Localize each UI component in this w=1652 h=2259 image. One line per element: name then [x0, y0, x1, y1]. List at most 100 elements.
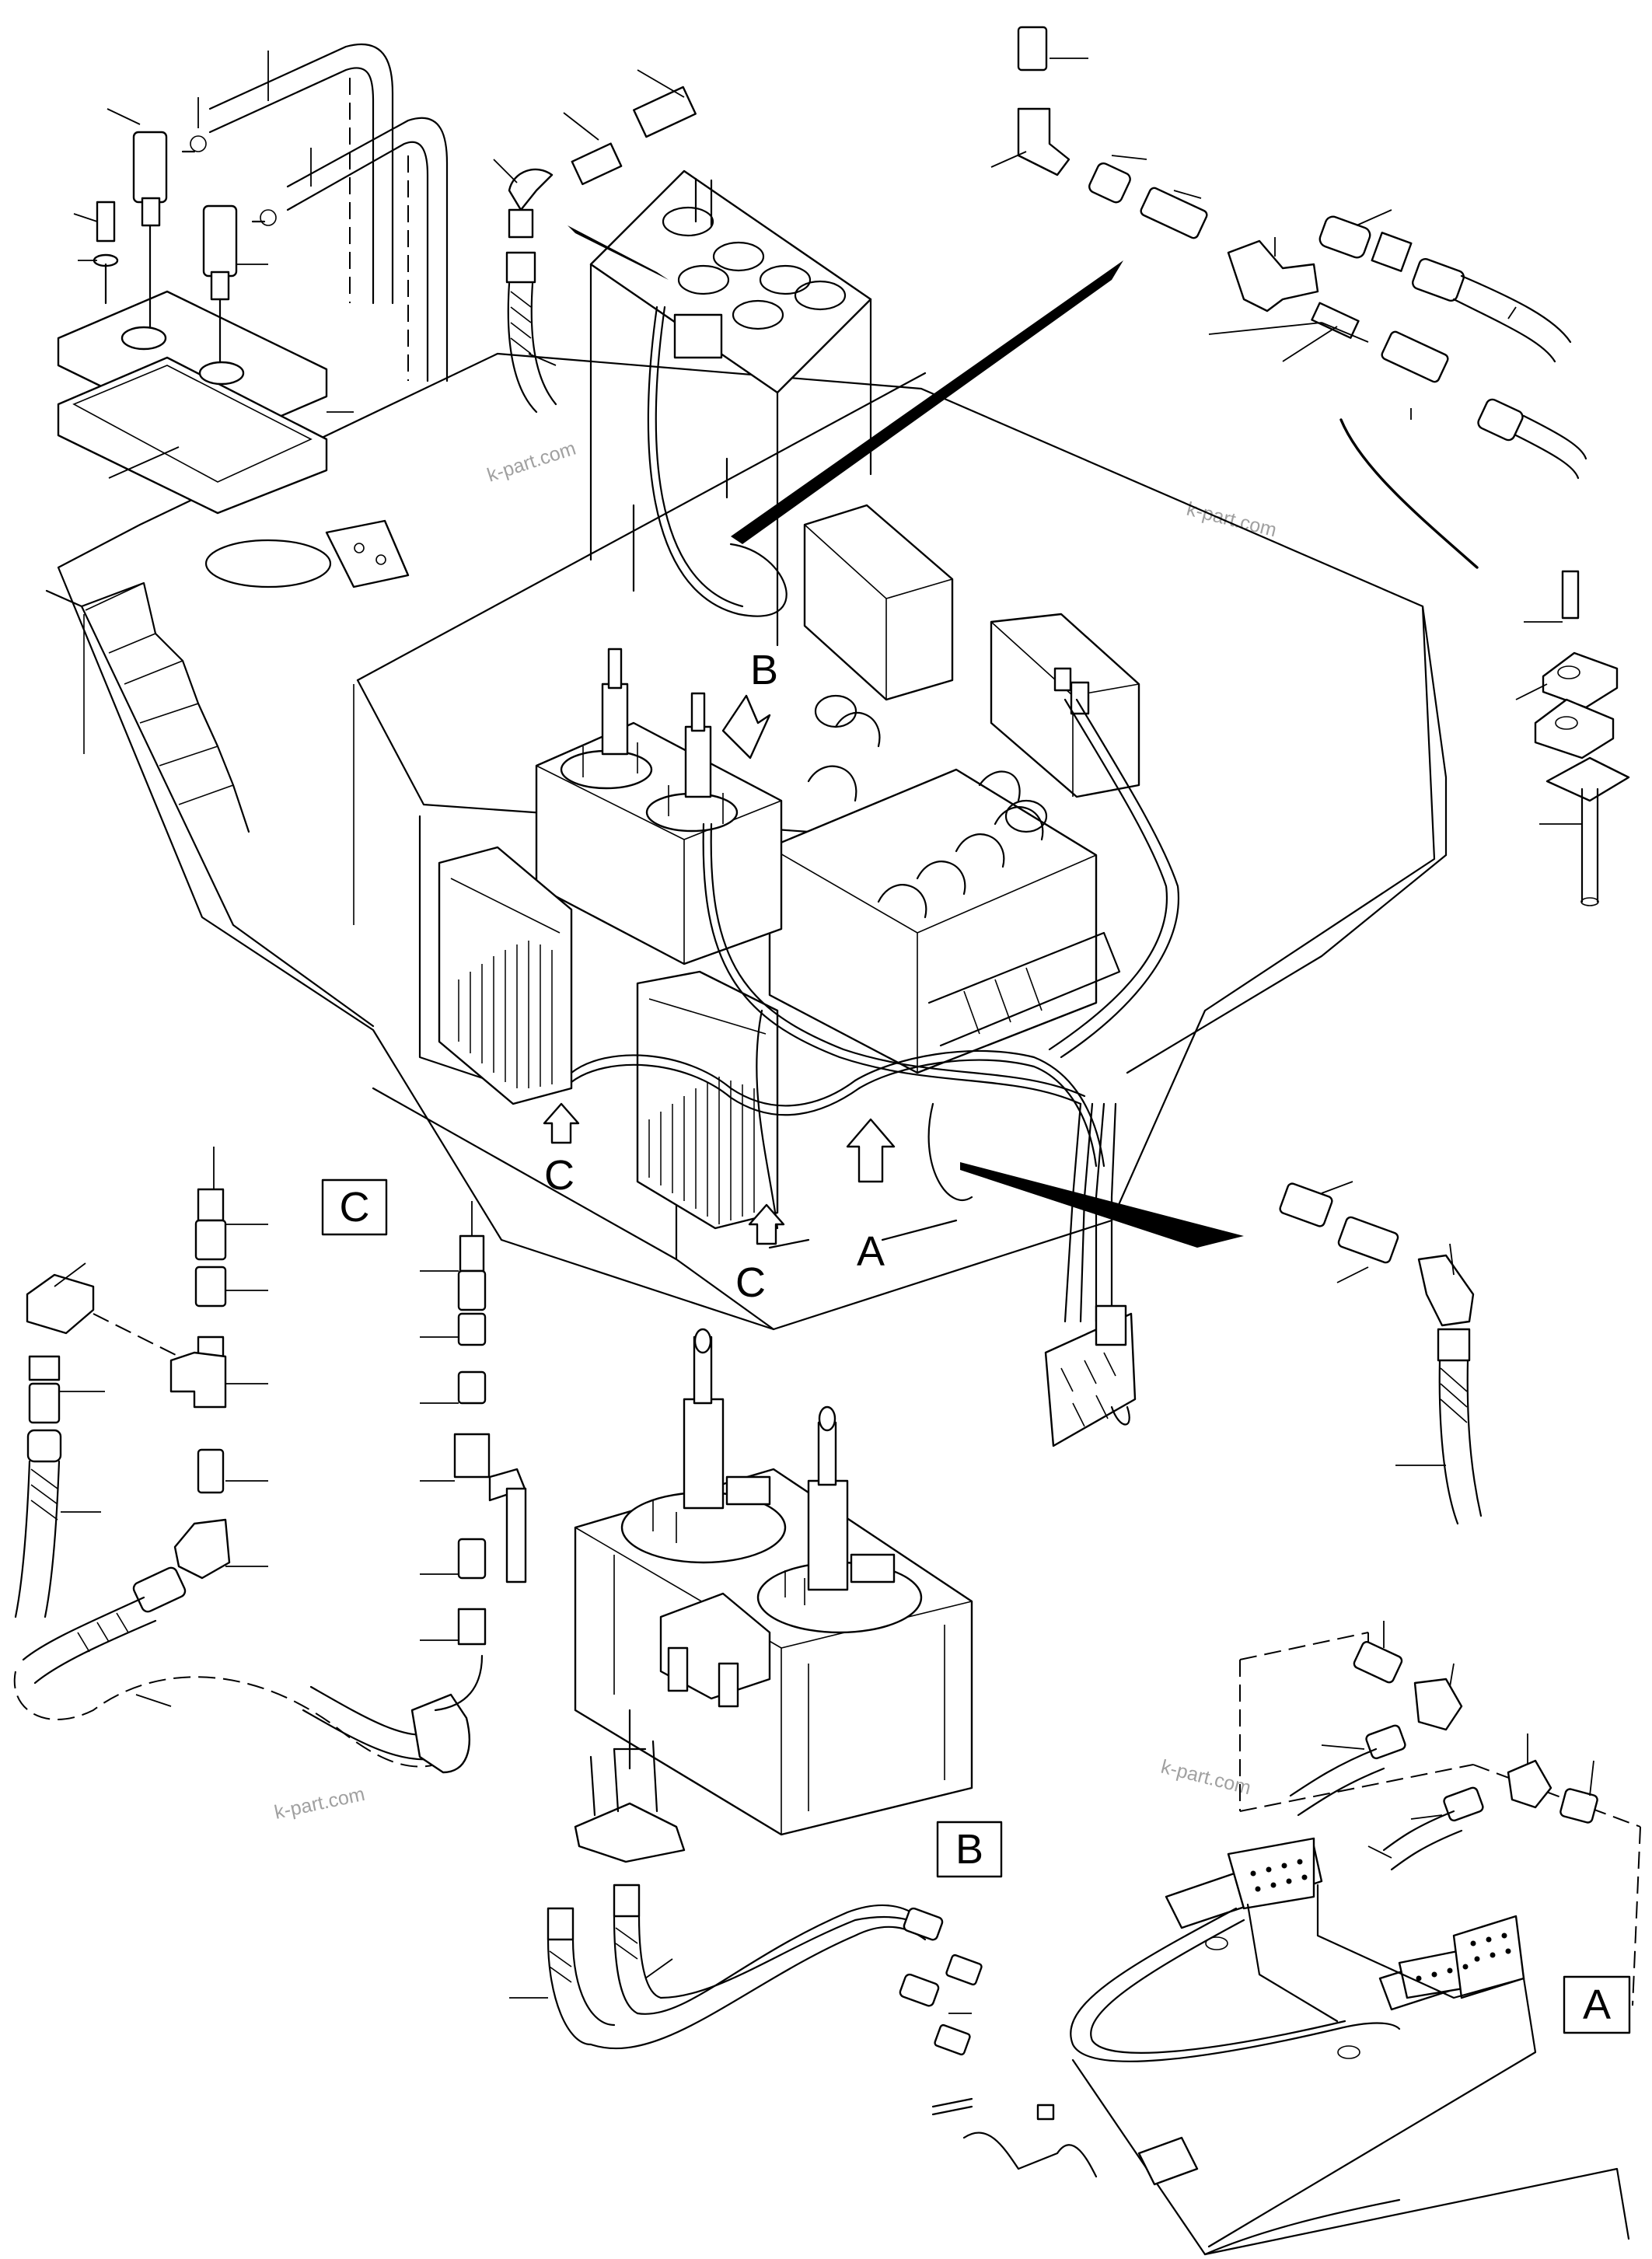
- engine-edges: [769, 847, 1097, 1073]
- c-elbow-mid: [173, 1518, 231, 1580]
- deck-right-edge: [1421, 605, 1448, 857]
- valve-block: [1095, 1304, 1127, 1346]
- deck-box-2-plug: [1070, 681, 1090, 715]
- detail-c-leaders: [54, 1147, 473, 1707]
- tr-union-2: [1381, 330, 1449, 383]
- clip-ring-2: [260, 209, 277, 226]
- b-hose-braid: [549, 1927, 638, 1983]
- hose-8: [857, 1059, 1098, 1168]
- engine-block: [768, 694, 1121, 1074]
- tank-opening-6: [794, 280, 847, 311]
- a-frame-bottom: [1203, 2167, 1630, 2256]
- tank-opening-3: [759, 264, 812, 295]
- tank-opening-2: [712, 241, 765, 272]
- a-elbow-1: [1413, 1678, 1463, 1731]
- gasket: [57, 356, 328, 515]
- detail-a-label: A: [1583, 1981, 1611, 2028]
- pipe-1-inner: [208, 44, 394, 305]
- cabinet-left-hatch: [458, 941, 553, 1088]
- c-right-5: [457, 1538, 487, 1580]
- a-grid-plate: [1452, 1915, 1525, 1999]
- hose-2: [710, 822, 1086, 1098]
- rm-hose-braid: [1440, 1367, 1468, 1423]
- b-fitting-end-1: [903, 1907, 944, 1941]
- deck-box-1-edges: [804, 524, 953, 700]
- tr-pipe: [1311, 302, 1360, 339]
- view-arrow-a: [846, 1118, 896, 1183]
- b-drain: [613, 1709, 647, 1770]
- c-nipple-left: [28, 1382, 61, 1424]
- left-side-line: [45, 589, 375, 1028]
- a-bottom-lines: [931, 2097, 973, 2116]
- label-c-main-1: C: [544, 1152, 575, 1199]
- label-a-leaders: [768, 1219, 958, 1249]
- plate-port-2: [198, 361, 245, 386]
- c-mid-3: [194, 1266, 227, 1308]
- c-mid-5: [197, 1448, 225, 1494]
- cabinet-center-hatch: [648, 1077, 755, 1224]
- valve-loop: [1110, 1405, 1130, 1426]
- c-mid-1: [197, 1188, 225, 1222]
- c-right-2: [457, 1269, 487, 1311]
- a-fitting-3: [1443, 1786, 1484, 1822]
- deck-right-lower: [1126, 854, 1448, 1074]
- a-hose-2: [1382, 1810, 1463, 1871]
- pointer-curve-top-right: [1339, 418, 1479, 569]
- a-hole-1: [1205, 1936, 1228, 1950]
- tank-vent-pipes: [694, 177, 713, 227]
- adapter-2: [633, 86, 697, 138]
- pump-cylinder-2: [684, 725, 712, 798]
- deck-fitting-bolt-2: [375, 554, 386, 565]
- tr-hose-end-2: [1477, 398, 1524, 442]
- detail-a-label-box: [1563, 1975, 1631, 2034]
- view-arrow-c-2: [748, 1203, 785, 1245]
- b-valve-1: [725, 1475, 771, 1506]
- a-dash-frame: [1239, 1632, 1641, 1828]
- a-perforated-plate-left: [1227, 1837, 1315, 1910]
- hose-1: [702, 822, 1082, 1105]
- b-valve-2: [850, 1553, 896, 1583]
- c-right-6: [457, 1608, 487, 1646]
- cabinet-left-top: [450, 878, 561, 934]
- clamp-bolt: [1561, 570, 1580, 620]
- watermark-1: k-part.com: [484, 438, 578, 487]
- manifold-cells: [963, 967, 1043, 1035]
- coupler-1-nipple: [141, 197, 161, 227]
- detail-a: A: [931, 1621, 1641, 2256]
- c-right-3: [457, 1312, 487, 1346]
- hose-10: [756, 1009, 779, 1230]
- deck-fitting-plate: [325, 519, 410, 588]
- clip-ring-1: [190, 135, 207, 152]
- deck-box-1: [803, 504, 954, 701]
- tank-opening-5: [732, 299, 784, 330]
- clamp-hole-1: [1557, 665, 1580, 679]
- valve-fittings: [1060, 1352, 1116, 1427]
- coupler-1: [132, 131, 168, 204]
- a-frame-inner: [1316, 1884, 1525, 1999]
- rm-hose: [1438, 1359, 1483, 1525]
- adapter-1: [571, 142, 623, 186]
- b-valve-pipes: [652, 1500, 805, 1605]
- c-hose-left-braid: [30, 1468, 58, 1521]
- tr-nut-2: [1371, 232, 1413, 272]
- a-hole-edge: [1246, 1903, 1339, 2023]
- pump-rod-1: [607, 648, 623, 690]
- view-arrow-b: [721, 694, 771, 759]
- pump-tank-edges: [536, 765, 782, 964]
- hose-end-nut: [505, 251, 536, 284]
- deck-edge-1: [356, 372, 927, 682]
- rm-adapter-2: [1337, 1216, 1399, 1264]
- elbow-fitting: [508, 168, 554, 211]
- c-valve-body: [453, 1433, 491, 1479]
- c-right-4: [457, 1370, 487, 1405]
- b-rod-2: [817, 1421, 837, 1486]
- hose-7: [854, 1049, 1105, 1168]
- a-bottom-bracket: [962, 2132, 1098, 2178]
- hose-6: [570, 1063, 861, 1116]
- detail-a-leaders: [1321, 1621, 1594, 1859]
- detail-c-label-box: [321, 1178, 388, 1236]
- a-hose-1: [1289, 1747, 1385, 1817]
- label-c-main-2: C: [735, 1259, 766, 1306]
- c-nut-left: [28, 1355, 61, 1381]
- center-pump-unit: [535, 648, 783, 965]
